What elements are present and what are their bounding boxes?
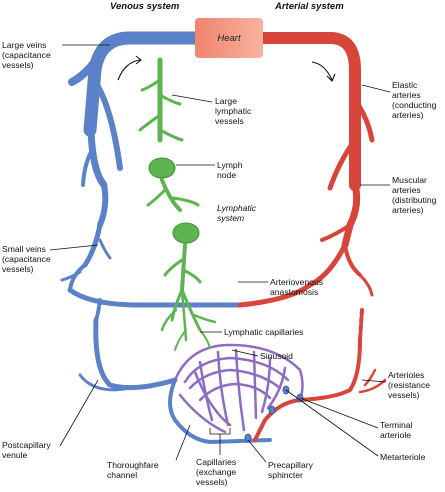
arterial-system-header: Arterial system xyxy=(275,1,344,12)
label-small-veins: Small veins (capacitance vessels) xyxy=(2,244,51,274)
label-postcapillary-venule: Postcapillary venule xyxy=(2,440,51,460)
label-arteriovenous-anastomosis: Arteriovenous anastomosis xyxy=(270,277,324,297)
label-arterioles: Arterioles (resistance vessels) xyxy=(388,370,431,400)
label-elastic-arteries: Elastic arteries (conducting arteries) xyxy=(392,80,437,120)
label-lymphatic-system: Lymphatic system xyxy=(217,203,257,223)
heart: Heart xyxy=(195,18,263,58)
sphincters xyxy=(244,385,304,443)
label-terminal-arteriole: Terminal arteriole xyxy=(380,420,413,440)
lymph-nodes xyxy=(148,157,200,244)
label-large-veins: Large veins (capacitance vessels) xyxy=(2,40,51,70)
venous-system-header: Venous system xyxy=(110,1,180,12)
label-metarteriole: Metarteriole xyxy=(380,452,426,462)
label-muscular-arteries: Muscular arteries (distributing arteries… xyxy=(392,175,437,215)
label-capillaries: Capillaries (exchange vessels) xyxy=(196,457,237,487)
venous-vessels xyxy=(60,31,272,445)
lymphatic-vessels xyxy=(138,57,217,351)
label-large-lymphatic-vessels: Large lymphatic vessels xyxy=(215,96,252,126)
label-thoroughfare-channel: Thoroughfare channel xyxy=(107,460,159,480)
flow-arrows xyxy=(117,55,336,82)
arterial-vessels xyxy=(237,32,387,442)
leader-lines xyxy=(49,44,391,463)
label-lymphatic-capillaries: Lymphatic capillaries xyxy=(224,327,304,337)
label-precapillary-sphincter: Precapillary sphincter xyxy=(268,460,313,480)
label-sinusoid: Sinusoid xyxy=(260,351,293,361)
label-lymph-node: Lymph node xyxy=(217,160,243,180)
heart-label: Heart xyxy=(217,32,241,44)
capillary-bed xyxy=(173,343,304,434)
